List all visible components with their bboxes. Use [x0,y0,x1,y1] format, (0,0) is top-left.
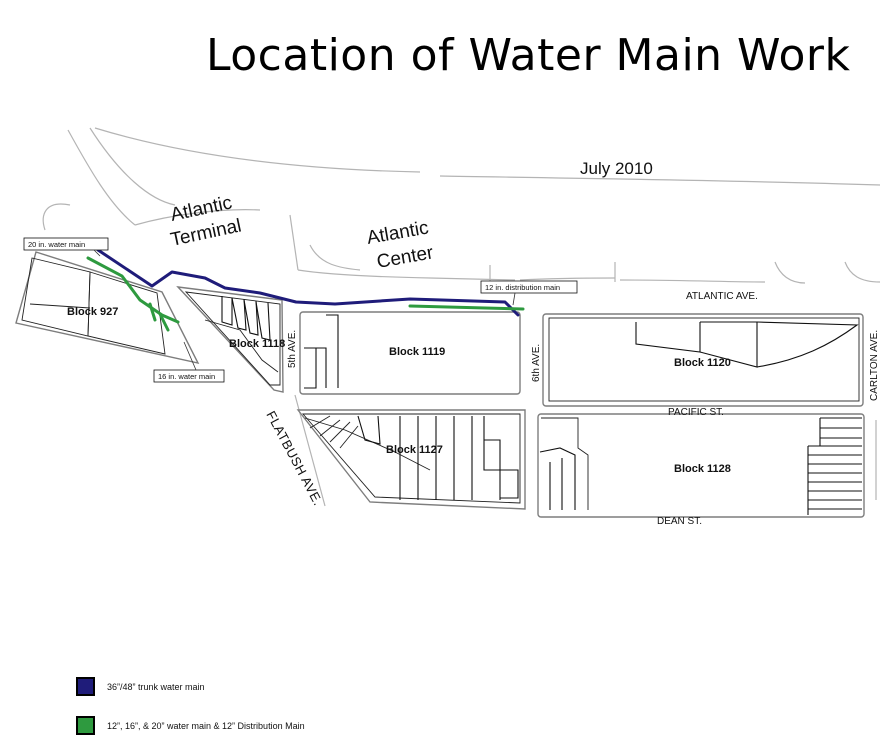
water-main-20in[interactable] [86,256,180,324]
block-927-label: Block 927 [67,306,118,318]
atlantic-center-label-2: Center [375,242,435,273]
dean-st-label: DEAN ST. [657,516,702,527]
pacific-st-label: PACIFIC ST. [668,407,724,418]
callout-20in-main: 20 in. water main [23,237,109,257]
block-1120[interactable] [542,313,864,407]
block-1119-label: Block 1119 [389,346,445,358]
block-1127-label: Block 1127 [386,444,443,456]
sixth-ave-label: 6th AVE. [531,344,542,382]
water-main-16in[interactable] [148,302,170,332]
legend-label-distribution: 12”, 16”, & 20” water main & 12” Distrib… [107,720,305,731]
legend-item-trunk: 36”/48” trunk water main [76,677,205,696]
legend-swatch-distribution [76,716,95,735]
block-1128[interactable] [537,413,865,518]
block-1118[interactable] [176,286,284,393]
trunk-water-main[interactable] [96,248,520,317]
block-1119[interactable] [299,311,521,395]
distribution-main-12in[interactable] [408,304,525,311]
svg-text:12 in. distribution main: 12 in. distribution main [485,283,560,292]
carlton-ave-label: CARLTON AVE. [869,330,880,401]
block-1118-label: Block 1118 [229,338,285,350]
map-title: Location of Water Main Work [206,30,851,81]
callout-12in-distribution: 12 in. distribution main [480,280,578,306]
legend-swatch-trunk [76,677,95,696]
atlantic-ave-label: ATLANTIC AVE. [686,291,758,302]
svg-text:20 in. water main: 20 in. water main [28,240,85,249]
date-label: July 2010 [580,159,653,178]
block-1128-label: Block 1128 [674,463,731,475]
street-outlines [42,127,881,507]
legend-label-trunk: 36”/48” trunk water main [107,681,205,692]
svg-text:16 in. water main: 16 in. water main [158,372,215,381]
legend-item-distribution: 12”, 16”, & 20” water main & 12” Distrib… [76,716,305,735]
callout-16in-main: 16 in. water main [153,341,225,383]
block-1120-label: Block 1120 [674,357,731,369]
fifth-ave-label: 5th AVE. [287,330,298,368]
block-927[interactable] [15,251,200,365]
block-1127[interactable] [296,409,526,510]
